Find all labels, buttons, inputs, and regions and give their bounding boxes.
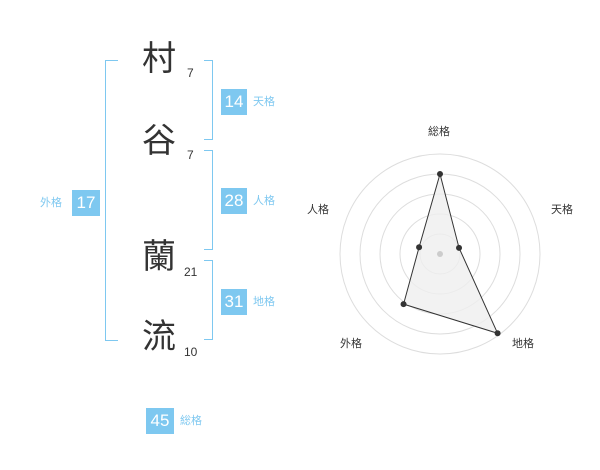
name-char-4-strokes: 10: [184, 345, 198, 359]
radar-label-tenkaku: 天格: [551, 203, 573, 216]
radar-label-chikaku: 地格: [512, 337, 534, 350]
radar-center-dot: [437, 251, 443, 257]
radar-label-gaikaku: 外格: [340, 337, 362, 350]
radar-grid-ring: [339, 153, 541, 355]
radar-label-jinkaku: 人格: [307, 203, 329, 216]
chikaku-label: 地格: [253, 295, 275, 308]
radar-point-chikaku: [494, 330, 501, 337]
name-char-3: 蘭: [142, 237, 176, 277]
gaikaku-bracket: [105, 60, 118, 341]
gaikaku-label: 外格: [40, 196, 62, 209]
radar-data-polygon: [402, 172, 499, 335]
tenkaku-value-badge: 14: [221, 89, 247, 115]
jinkaku-label: 人格: [253, 194, 275, 207]
name-char-2-strokes: 7: [187, 148, 194, 162]
name-char-2: 谷: [142, 121, 176, 161]
name-char-3-strokes: 21: [184, 265, 198, 279]
chikaku-bracket: [204, 260, 213, 340]
radar-point-tenkaku: [456, 244, 463, 251]
tenkaku-bracket: [204, 60, 213, 140]
soukaku-value-badge: 45: [146, 408, 174, 434]
radar-point-gaikaku: [400, 301, 407, 308]
name-char-4: 流: [142, 317, 176, 357]
radar-label-soukaku: 総格: [428, 125, 450, 138]
gaikaku-value-badge: 17: [72, 190, 100, 216]
chikaku-value-badge: 31: [221, 289, 247, 315]
radar-point-soukaku: [437, 171, 443, 177]
jinkaku-value-badge: 28: [221, 188, 247, 214]
tenkaku-label: 天格: [253, 95, 275, 108]
name-char-1: 村: [142, 39, 176, 79]
radar-point-jinkaku: [416, 244, 423, 251]
name-char-1-strokes: 7: [187, 66, 194, 80]
soukaku-label: 総格: [180, 414, 202, 427]
jinkaku-bracket: [204, 150, 213, 250]
